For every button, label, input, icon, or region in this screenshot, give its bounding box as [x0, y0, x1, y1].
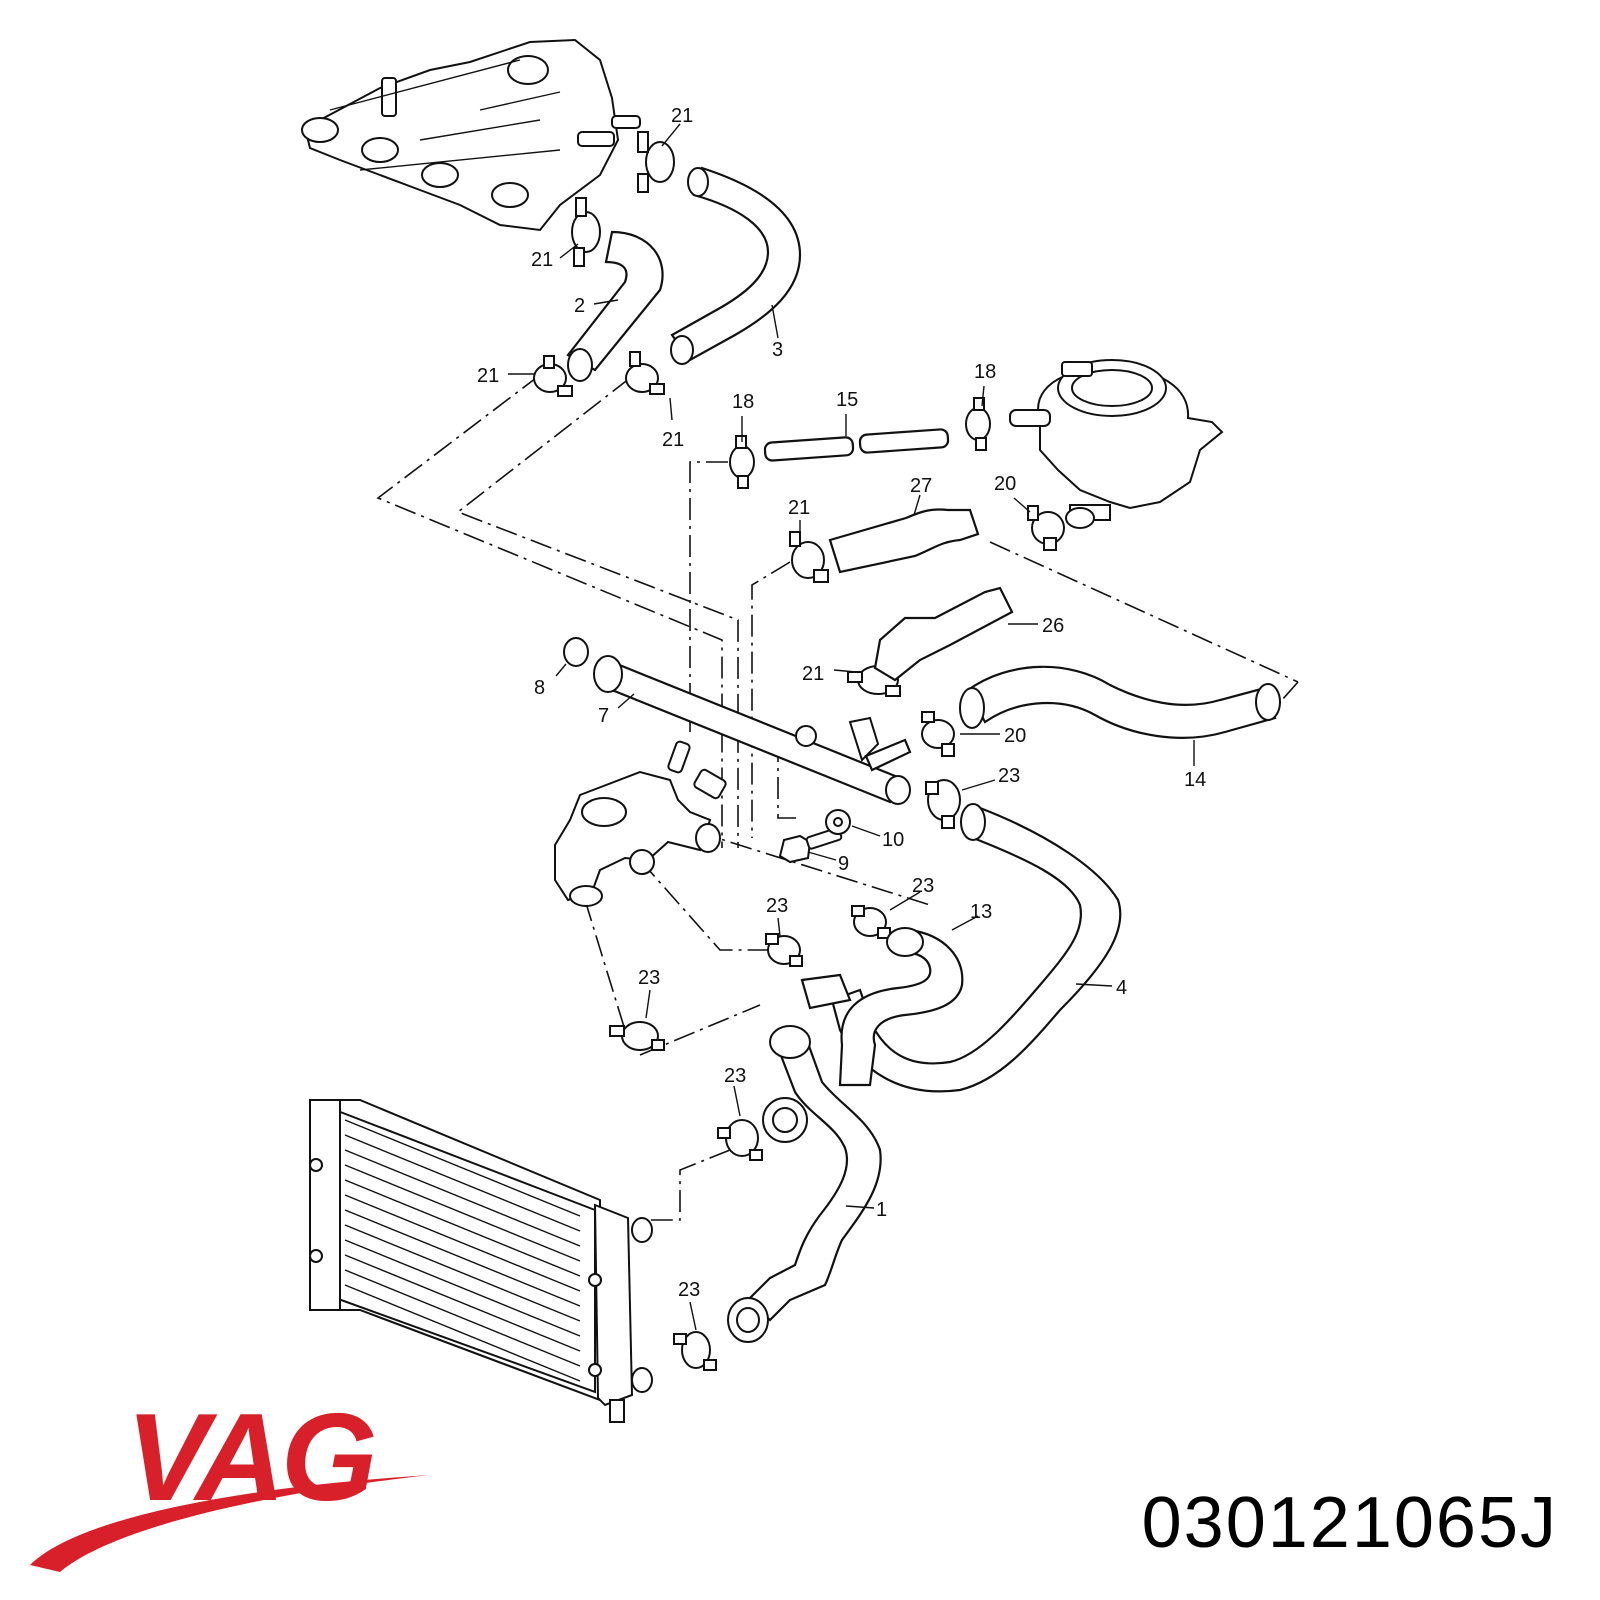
thermostat-housing — [554, 740, 727, 907]
callout-21-c: 21 — [477, 365, 499, 387]
radiator — [309, 1099, 653, 1423]
washer-10 — [825, 809, 851, 835]
callout-7: 7 — [598, 705, 609, 727]
callout-labels: 21 21 21 21 2 3 18 15 18 27 21 20 26 21 … — [477, 105, 1206, 1301]
callout-21-e: 21 — [788, 497, 810, 519]
o-ring-8 — [563, 637, 589, 667]
callout-23-c: 23 — [766, 895, 788, 917]
callout-23-e: 23 — [724, 1065, 746, 1087]
vag-logo: VAG — [30, 1389, 430, 1572]
callout-21-a: 21 — [671, 105, 693, 127]
callout-20-a: 20 — [994, 473, 1016, 495]
callout-21-f: 21 — [802, 663, 824, 685]
callout-1: 1 — [876, 1199, 887, 1221]
callout-13: 13 — [970, 901, 992, 923]
tube-15 — [763, 428, 950, 462]
callout-21-b: 21 — [531, 249, 553, 271]
expansion-tank — [1009, 359, 1224, 529]
intake-manifold — [301, 38, 641, 232]
hose-27 — [828, 508, 980, 574]
callout-20-b: 20 — [1004, 725, 1026, 747]
callout-26: 26 — [1042, 615, 1064, 637]
leader-lines — [508, 123, 1195, 1331]
hose-13 — [800, 927, 964, 1087]
callout-23-a: 23 — [998, 765, 1020, 787]
part-number: 030121065J — [1141, 1483, 1558, 1563]
hose-26 — [873, 586, 1014, 682]
callout-2: 2 — [574, 295, 585, 317]
hose-3 — [670, 166, 802, 365]
callout-18-b: 18 — [974, 361, 996, 383]
callout-23-b: 23 — [912, 875, 934, 897]
callout-4: 4 — [1116, 977, 1127, 999]
callout-15: 15 — [836, 389, 858, 411]
callout-8: 8 — [534, 677, 545, 699]
coolant-pipe-7 — [593, 655, 912, 805]
callout-9: 9 — [838, 853, 849, 875]
callout-10: 10 — [882, 829, 904, 851]
callout-23-d: 23 — [638, 967, 660, 989]
hose-14 — [959, 665, 1281, 739]
hose-1 — [727, 1025, 882, 1343]
callout-14: 14 — [1184, 769, 1206, 791]
vag-logo-text: VAG — [126, 1389, 374, 1527]
callout-27: 27 — [910, 475, 932, 497]
callout-18-a: 18 — [732, 391, 754, 413]
hose-clamps — [533, 131, 1065, 1371]
callout-23-f: 23 — [678, 1279, 700, 1301]
callout-3: 3 — [772, 339, 783, 361]
callout-21-d: 21 — [662, 429, 684, 451]
